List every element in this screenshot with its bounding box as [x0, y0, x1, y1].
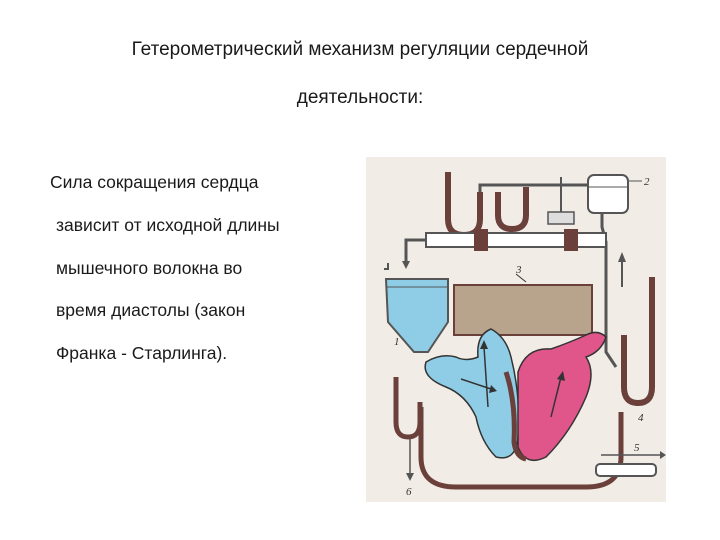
drain-left-arrow [406, 473, 414, 481]
leader-3 [515, 273, 527, 283]
heart-septum [503, 371, 527, 462]
upper-tube [478, 183, 616, 192]
label-3: 3 [515, 264, 522, 276]
valve-symbol [384, 263, 389, 270]
flow-arrow-up [618, 252, 626, 262]
flow-arrow-heart-2 [550, 376, 562, 418]
body-text-line-5: Франка - Старлинга). [56, 343, 228, 363]
weight-block [453, 284, 593, 336]
flow-arrow-heart-3 [483, 346, 489, 408]
body-text-line-4: время диастолы (закон [56, 300, 246, 320]
body-text-line-2: зависит от исходной длины [56, 215, 280, 235]
label-5: 5 [634, 442, 640, 454]
heart-arterial-side [517, 331, 607, 462]
flow-arrow-left [402, 261, 410, 269]
clamp-right [564, 229, 578, 251]
flow-arrow-heart-3-head [480, 340, 488, 349]
horizontal-tube [425, 232, 607, 248]
body-text-line-1: Сила сокращения сердца [50, 172, 259, 192]
right-tube [604, 307, 618, 368]
left-feed-tube [404, 238, 426, 262]
venous-reservoir [384, 278, 449, 353]
clamp [547, 211, 575, 225]
slide-title-line-2: деятельности: [296, 87, 424, 108]
frank-starling-heart-lung-preparation-diagram: 2 1 3 4 6 5 [366, 157, 666, 502]
reservoir [587, 174, 629, 214]
label-2: 2 [644, 176, 650, 188]
manometer-right [621, 277, 655, 407]
outflow-arrow-head [660, 451, 666, 459]
slide-title-line-1: Гетерометрический механизм регуляции сер… [131, 39, 589, 60]
outflow-tube [595, 463, 657, 477]
manometer-top-middle [495, 187, 529, 233]
flow-arrow-heart-1-head [489, 385, 497, 393]
label-1: 1 [394, 336, 400, 348]
clamp-left [474, 229, 488, 251]
flow-arrow-heart-2-head [557, 371, 565, 381]
label-6: 6 [406, 486, 412, 498]
label-4: 4 [638, 412, 644, 424]
manometer-left [393, 377, 423, 440]
body-text-line-3: мышечного волокна во [56, 258, 243, 278]
